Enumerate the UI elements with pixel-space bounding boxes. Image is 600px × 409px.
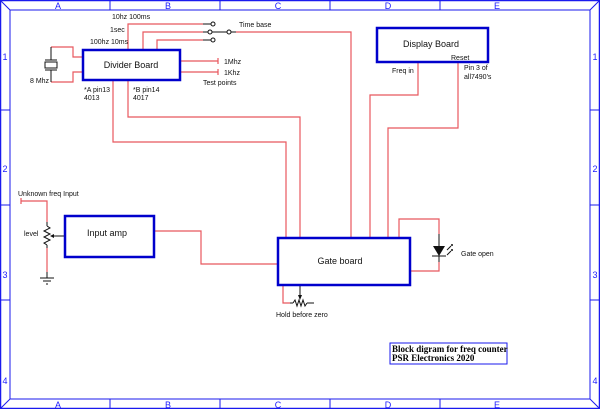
reset-label: Reset xyxy=(451,55,469,62)
wire-reset xyxy=(387,62,459,238)
row-label-right-2: 2 xyxy=(592,164,597,174)
test-point-1khz-label: 1Khz xyxy=(224,70,240,77)
gate-board-label: Gate board xyxy=(317,256,362,266)
frame-corner-br xyxy=(589,398,600,409)
gate-open-label: Gate open xyxy=(461,251,494,258)
pin-a-label-line1: *A pin13 xyxy=(84,87,110,94)
switch-label-100hz-10ms: 100hz 10ms xyxy=(90,39,129,46)
col-label-top-c: C xyxy=(275,1,282,11)
wire-pin-b xyxy=(127,80,301,238)
title-block-line2: PSR Electronics 2020 xyxy=(392,353,475,363)
time-base-switch-icon[interactable] xyxy=(203,21,236,43)
col-label-bottom-d: D xyxy=(385,400,392,409)
hold-before-zero-potentiometer-icon[interactable] xyxy=(290,285,314,308)
gate-open-led-icon xyxy=(432,234,453,262)
col-label-bottom-e: E xyxy=(494,400,500,409)
pin-a-label-line2: 4013 xyxy=(84,95,100,102)
col-label-bottom-c: C xyxy=(275,400,282,409)
level-potentiometer-icon[interactable] xyxy=(42,222,65,248)
freq-in-label: Freq in xyxy=(392,68,414,75)
wire-led-bottom xyxy=(410,262,440,272)
frame-corner-tr xyxy=(589,0,600,11)
switch-label-1sec: 1sec xyxy=(110,27,125,34)
divider-board-box xyxy=(81,48,182,82)
wire-amp-to-gate xyxy=(154,230,278,265)
display-board-label: Display Board xyxy=(403,39,459,49)
title-block: Block digram for freq counter PSR Electr… xyxy=(389,342,508,365)
wire-time-base xyxy=(236,31,352,238)
divider-board[interactable]: Divider Board xyxy=(81,48,182,82)
test-points-label: Test points xyxy=(203,80,237,87)
col-label-bottom-a: A xyxy=(55,400,61,409)
col-label-bottom-b: B xyxy=(165,400,171,409)
gate-board-box xyxy=(276,236,412,287)
row-label-left-2: 2 xyxy=(2,164,7,174)
wire-switch-10hz xyxy=(142,31,203,50)
switch-label-10hz-100ms: 10hz 100ms xyxy=(112,14,151,21)
wire-freq-in xyxy=(369,62,419,238)
frame-corner-bl xyxy=(0,398,11,409)
wires xyxy=(21,23,459,304)
col-label-top-e: E xyxy=(494,1,500,11)
crystal-label: 8 Mhz xyxy=(30,78,50,85)
col-label-top-a: A xyxy=(55,1,61,11)
pin3-label-line1: Pin 3 of xyxy=(464,65,488,72)
hold-before-zero-label: Hold before zero xyxy=(276,312,328,319)
display-board-box xyxy=(375,26,490,64)
display-board[interactable]: Display Board xyxy=(375,26,490,64)
col-label-top-d: D xyxy=(385,1,392,11)
pin-b-label-line2: 4017 xyxy=(133,95,149,102)
row-label-left-3: 3 xyxy=(2,270,7,280)
unknown-input-label: Unknown freq Input xyxy=(18,191,79,198)
row-dividers xyxy=(0,109,600,301)
wire-hold xyxy=(282,285,290,304)
divider-board-label: Divider Board xyxy=(104,60,159,70)
gate-board[interactable]: Gate board xyxy=(276,236,412,287)
row-label-right-3: 3 xyxy=(592,270,597,280)
column-dividers xyxy=(109,0,441,409)
wire-unknown-input xyxy=(21,200,48,222)
title-block-line1: Block digram for freq counter xyxy=(392,344,508,354)
wire-switch-1sec xyxy=(127,23,203,50)
wire-crystal-bottom xyxy=(51,71,83,83)
row-label-right-1: 1 xyxy=(592,52,597,62)
wire-led-top xyxy=(398,218,440,238)
level-label: level xyxy=(24,231,39,238)
input-amp-label: Input amp xyxy=(87,228,127,238)
wire-switch-100hz xyxy=(156,39,203,50)
row-label-left-1: 1 xyxy=(2,52,7,62)
crystal-icon xyxy=(44,47,58,82)
wire-crystal-top xyxy=(51,46,83,58)
col-label-top-b: B xyxy=(165,1,171,11)
input-amp[interactable]: Input amp xyxy=(63,214,156,259)
wire-pin-a xyxy=(112,80,287,238)
time-base-label: Time base xyxy=(239,22,272,29)
input-amp-box xyxy=(63,214,156,259)
ground-icon xyxy=(40,272,54,285)
title-block-box xyxy=(389,342,508,365)
test-point-1mhz-label: 1Mhz xyxy=(224,59,242,66)
pin3-label-line2: all7490's xyxy=(464,74,492,81)
pin-b-label-line1: *B pin14 xyxy=(133,87,160,94)
frame-corner-tl xyxy=(0,0,11,11)
row-label-right-4: 4 xyxy=(592,376,597,386)
row-label-left-4: 4 xyxy=(2,376,7,386)
